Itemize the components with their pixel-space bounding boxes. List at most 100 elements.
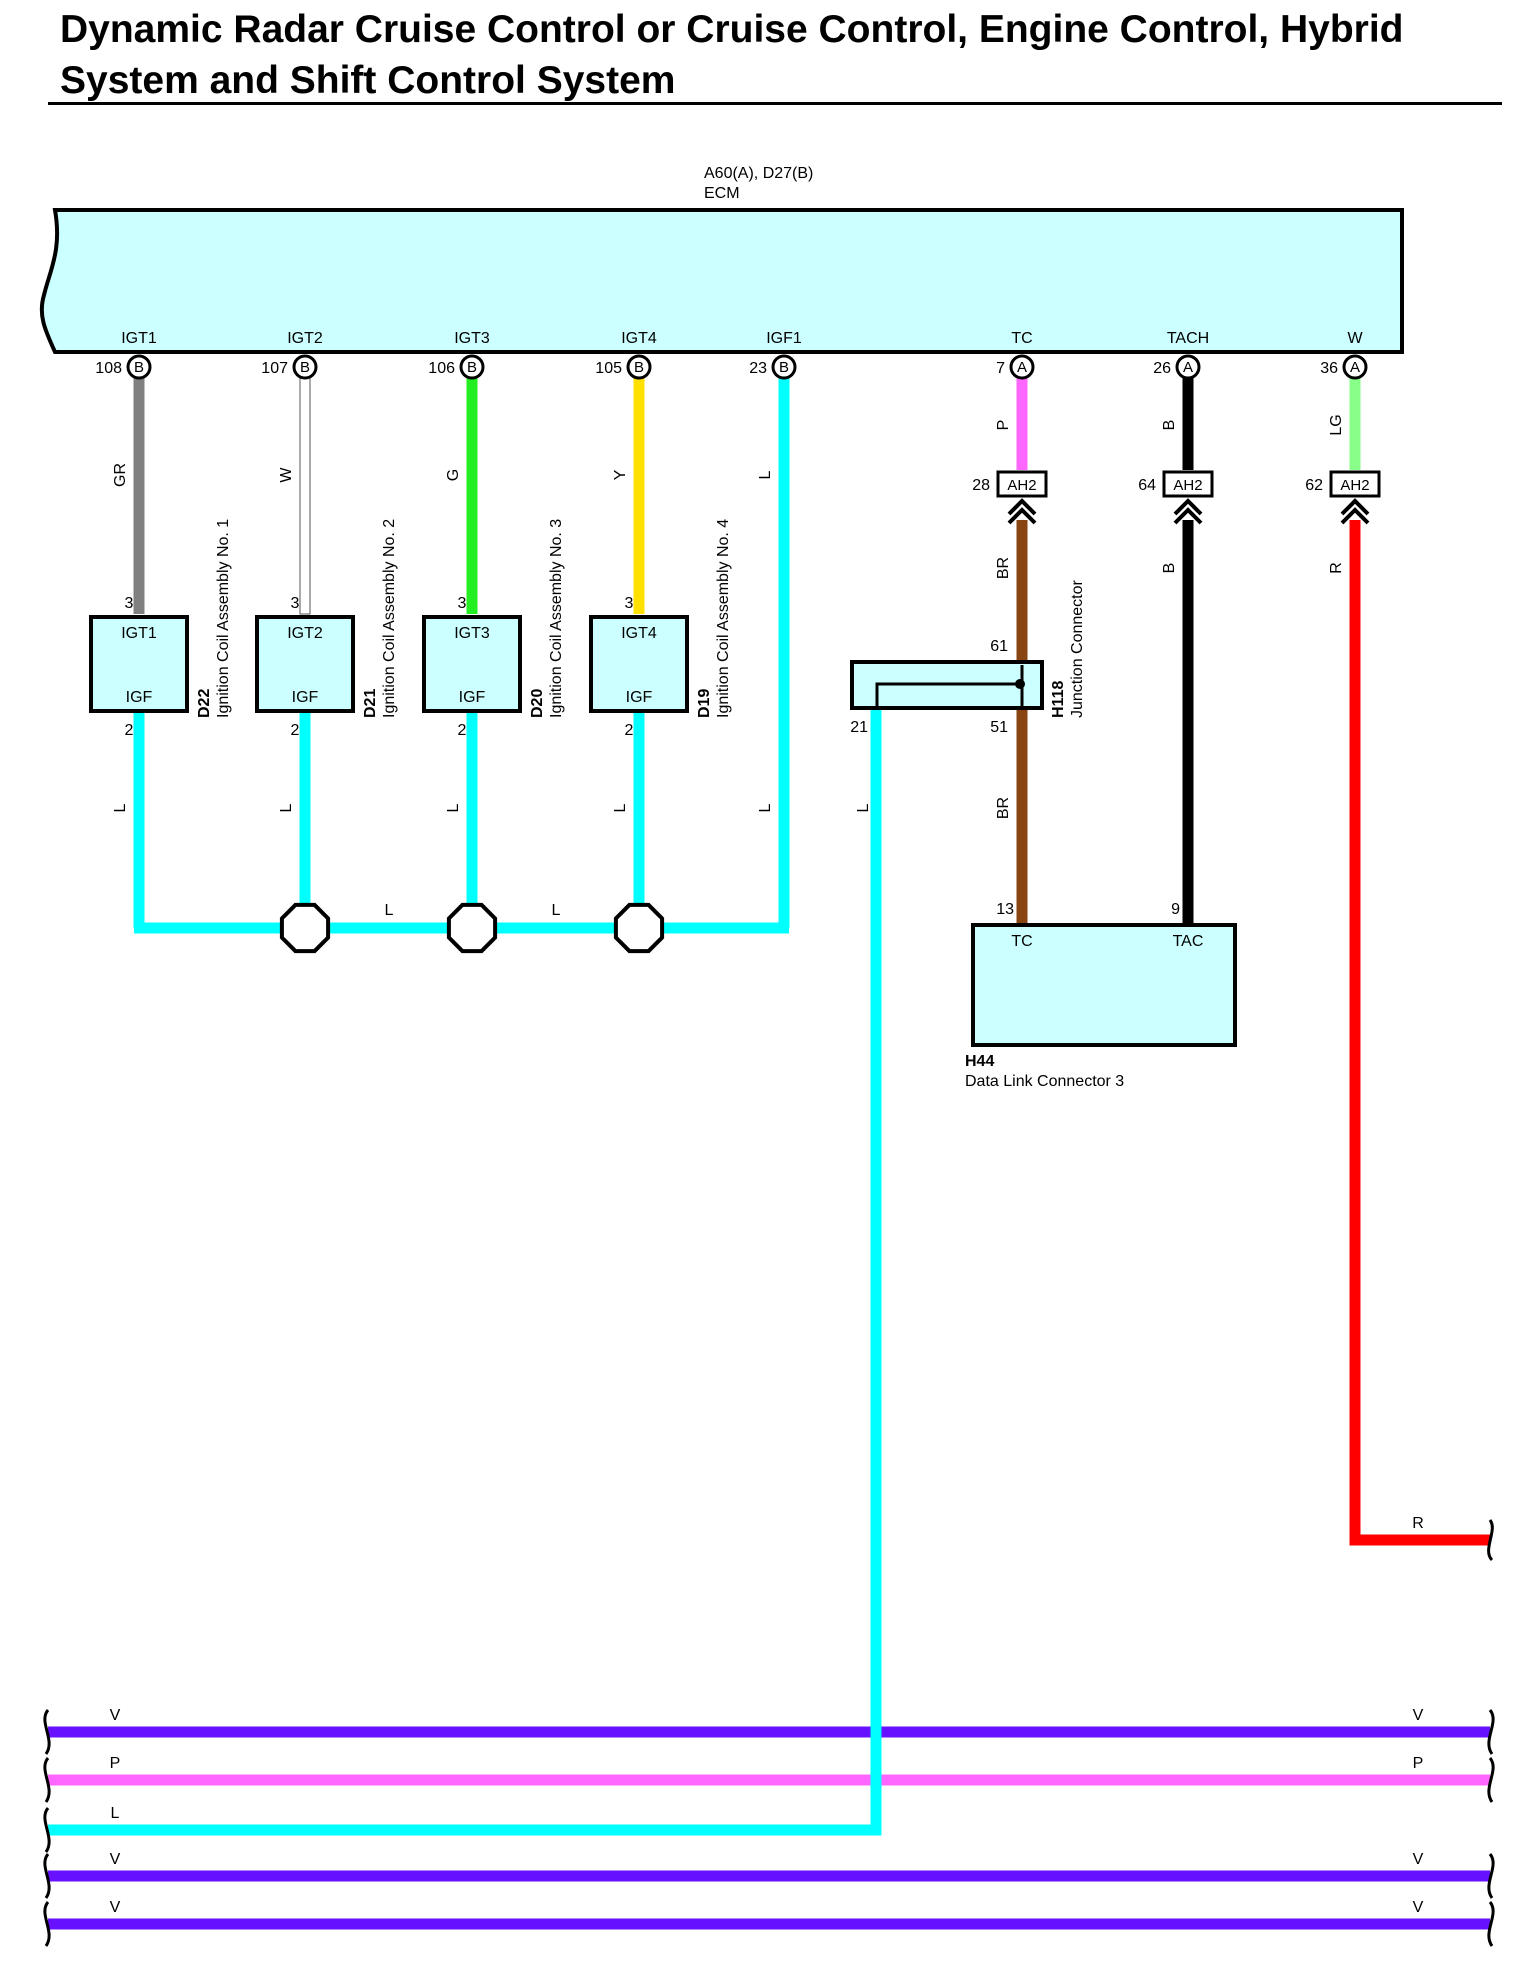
coil-name: Ignition Coil Assembly No. 2 [381, 519, 398, 718]
coil-pin-number: 2 [291, 722, 300, 739]
ecm-pin-connector: B [300, 359, 310, 376]
coil-code: D20 [529, 689, 546, 718]
dlc-pin-number: 13 [996, 901, 1014, 918]
wire-break-mark [43, 1757, 51, 1803]
ecm-pin-number: 7 [996, 360, 1005, 377]
wire-color-label: V [1413, 1899, 1424, 1916]
splice-point [613, 902, 665, 954]
ecm-ref: A60(A), D27(B) [704, 165, 813, 182]
ecm-name: ECM [704, 185, 740, 202]
ecm-pin-terminal [1175, 354, 1201, 380]
inline-connector-pin: 62 [1305, 477, 1323, 494]
wire-color-label: L [385, 902, 394, 919]
ecm-pin-connector: B [634, 359, 644, 376]
wire-color-label: V [1413, 1707, 1424, 1724]
coil-name: Ignition Coil Assembly No. 4 [715, 519, 732, 718]
wire-color-label: V [110, 1851, 121, 1868]
dlc-pin-number: 9 [1171, 901, 1180, 918]
dlc-pin-label: TAC [1173, 933, 1204, 950]
wire-color-label: V [110, 1899, 121, 1916]
coil-pin-number: 2 [458, 722, 467, 739]
coil-pin-number: 2 [625, 722, 634, 739]
wire-break-mark [43, 1709, 51, 1755]
ecm-pin-terminal [626, 354, 652, 380]
ecm-pin-connector: B [467, 359, 477, 376]
wire-color-label: R [1328, 562, 1345, 574]
bottom-wire-l [48, 708, 882, 1836]
wire-color-label: P [1413, 1755, 1424, 1772]
ecm-pin-number: 23 [749, 360, 767, 377]
ecm-pin-number: 106 [428, 360, 455, 377]
wire-break-mark [43, 1853, 51, 1899]
ecm-pin-label: W [1347, 330, 1363, 347]
wire-color-label: L [757, 470, 774, 479]
wire-color-label: L [445, 803, 462, 812]
junction-pin: 51 [990, 719, 1008, 736]
wire-color-label: B [1161, 563, 1178, 574]
wire-color-label: G [445, 469, 462, 481]
coil-pin-number: 3 [125, 595, 134, 612]
ecm-pin-label: TACH [1167, 330, 1209, 347]
inline-connector-box [1329, 470, 1381, 498]
inline-connector-label: AH2 [1007, 477, 1036, 494]
ecm-pin-connector: A [1350, 359, 1360, 376]
ecm-pin-terminal [771, 354, 797, 380]
ecm-pin-label: IGF1 [766, 330, 802, 347]
dlc-code: H44 [965, 1053, 994, 1070]
ecm-pin-number: 107 [261, 360, 288, 377]
coil-name: Ignition Coil Assembly No. 3 [548, 519, 565, 718]
coil-pin-number: 3 [625, 595, 634, 612]
ecm-pin-terminal [1342, 354, 1368, 380]
splice-point [446, 902, 498, 954]
ecm-pin-label: TC [1011, 330, 1032, 347]
ecm-pin-label: IGT1 [121, 330, 157, 347]
inline-connector-pin: 28 [972, 477, 990, 494]
ecm-pin-label: IGT2 [287, 330, 323, 347]
connector-chevron [1173, 507, 1203, 525]
ecm-pin-number: 108 [95, 360, 122, 377]
wire-color-label: L [855, 803, 872, 812]
coil-pin-label: IGF [292, 689, 319, 706]
wire-break-mark [1487, 1853, 1495, 1899]
ecm-pin-number: 36 [1320, 360, 1338, 377]
dlc-name: Data Link Connector 3 [965, 1073, 1124, 1090]
ecm-pin-terminal [126, 354, 152, 380]
wire-break-mark [43, 1807, 51, 1853]
junction-code: H118 [1050, 681, 1067, 718]
wire-color-label: P [995, 420, 1012, 431]
junction-pin: 21 [850, 719, 868, 736]
wire-color-label: V [110, 1707, 121, 1724]
inline-connector-label: AH2 [1173, 477, 1202, 494]
wire-color-label: L [112, 803, 129, 812]
ecm-pin-number: 26 [1153, 360, 1171, 377]
ecm-pin-terminal [1009, 354, 1035, 380]
junction-name: Junction Connector [1069, 579, 1086, 718]
splice-point [279, 902, 331, 954]
page-title: Dynamic Radar Cruise Control or Cruise C… [60, 8, 1404, 102]
wire-color-label: LG [1328, 414, 1345, 435]
ignition-coil-box [422, 615, 522, 713]
ignition-coil-box [89, 615, 189, 713]
connector-chevron [1173, 498, 1203, 516]
wire-w-red [1349, 520, 1490, 1546]
connector-chevron [1007, 498, 1037, 516]
wire-igt [299, 377, 311, 615]
wire-color-label: L [612, 803, 629, 812]
coil-pin-label: IGT2 [287, 625, 323, 642]
coil-pin-label: IGT3 [454, 625, 490, 642]
ecm-pin-label: IGT3 [454, 330, 490, 347]
ecm-pin-connector: B [134, 359, 144, 376]
junction-pin: 61 [990, 638, 1008, 655]
inline-connector-box [996, 470, 1048, 498]
coil-pin-number: 2 [125, 722, 134, 739]
coil-code: D19 [696, 689, 713, 718]
connector-chevron [1007, 507, 1037, 525]
ignition-coil-box [255, 615, 355, 713]
connector-chevron [1340, 507, 1370, 525]
ecm-box [39, 208, 1404, 354]
junction-dot [1015, 679, 1025, 689]
ecm-pin-label: IGT4 [621, 330, 657, 347]
wire-break-mark [1487, 1519, 1494, 1562]
ecm-pin-terminal [292, 354, 318, 380]
inline-connector-label: AH2 [1340, 477, 1369, 494]
